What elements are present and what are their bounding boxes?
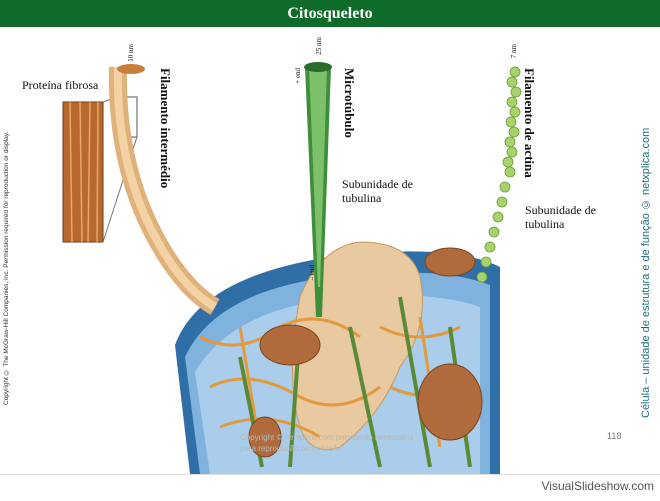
page-number: 118 [607, 431, 622, 441]
side-credit: Célula – unidade de estrutura e de funçã… [640, 127, 652, 418]
slide-title: Citosqueleto [0, 0, 660, 27]
intermediate-filament [108, 64, 220, 315]
mitochondria [248, 247, 483, 458]
label-microtubulo: Microtúbulo [342, 68, 357, 138]
label-minus-end: – end [308, 265, 316, 281]
label-dim-10nm: 10 nm [127, 44, 135, 62]
label-dim-25nm: 25 nm [315, 37, 323, 55]
label-proteina-fibrosa: Proteína fibrosa [22, 78, 99, 92]
label-filamento-intermedio: Filamento intermédio [158, 68, 173, 189]
brand-link[interactable]: VisualSlideshow.com [541, 479, 654, 493]
label-plus-end: + end [294, 68, 302, 84]
microtubule [304, 62, 332, 317]
watermark: Copyright © netxplica.com permissão nece… [240, 433, 414, 453]
copyright-text: Copyright © The McGraw-Hill Companies, I… [3, 131, 10, 405]
slide: Citosqueleto [0, 0, 660, 474]
cytoskeleton-illustration [62, 62, 522, 474]
label-subunidade-tubulina-2: Subunidade de tubulina [525, 203, 596, 231]
label-subunidade-tubulina-1: Subunidade de tubulina [342, 177, 413, 205]
fibrous-protein-inset [62, 96, 138, 243]
label-dim-7nm: 7 nm [510, 44, 518, 59]
actin-filament [476, 66, 522, 283]
footer-bar [0, 474, 660, 501]
label-filamento-actina: Filamento de actina [522, 68, 537, 178]
